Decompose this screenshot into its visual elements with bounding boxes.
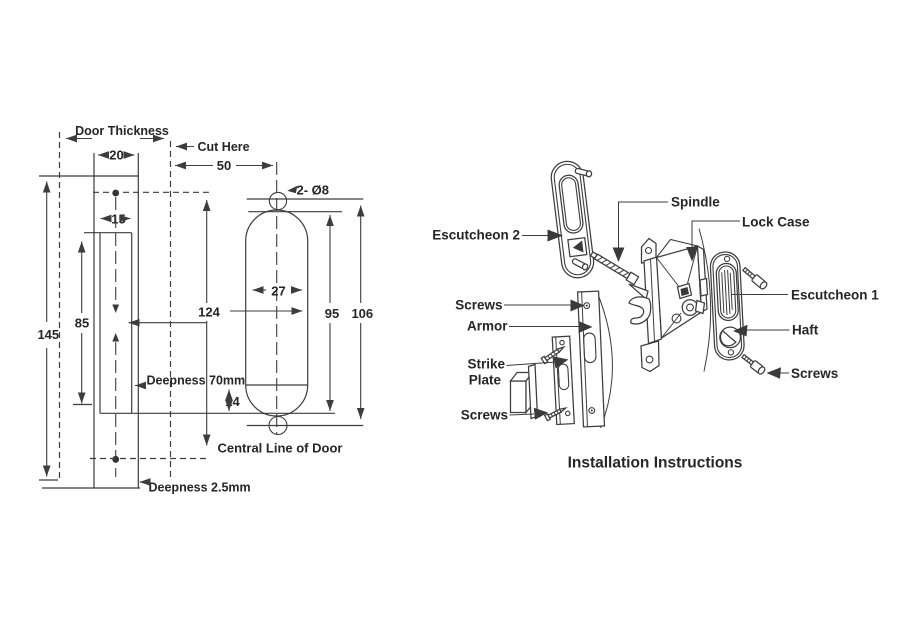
- screws-bottom-left-label: Screws: [461, 408, 508, 423]
- screws-right-label: Screws: [791, 366, 838, 381]
- spindle-part: [589, 251, 640, 286]
- screws-bottom-left-leader-arrow: [533, 407, 548, 420]
- dim-50: 50: [217, 158, 231, 173]
- escutcheon1-screw-hole-top: [723, 255, 731, 263]
- escutcheon2-slot-inner: [561, 177, 581, 232]
- screw-left-top: [540, 345, 566, 365]
- armor-hole-bottom: [588, 407, 596, 414]
- armor-plate: [576, 290, 606, 428]
- armor-part: [576, 290, 606, 428]
- screw-right-bottom: [741, 353, 766, 375]
- deepness-25-label: Deepness 2.5mm: [149, 481, 251, 495]
- escutcheon2-plate-inner: [553, 163, 592, 276]
- center-arrow-down: [112, 304, 120, 313]
- screw-left-bottom: [543, 406, 568, 422]
- lock-case-fold-lines: [656, 245, 698, 339]
- escutcheon1-label: Escutcheon 1: [791, 288, 879, 303]
- cutting-template-drawing: Door Thickness Cut Here 20 50 15: [37, 124, 373, 495]
- exploded-view: Escutcheon 2 Spindle Lock Case Escutcheo…: [432, 160, 879, 472]
- armor-slot: [583, 332, 597, 364]
- escutcheon2-pin-bottom: [571, 258, 589, 271]
- lock-case-spindle-hole: [680, 287, 689, 296]
- dim-85: 85: [75, 316, 89, 331]
- strike-slot: [557, 363, 570, 391]
- strike-plate-label-line2: Plate: [469, 373, 502, 388]
- escutcheon2-slot: [558, 174, 584, 234]
- spindle-leader: [618, 201, 668, 248]
- armor-leader-arrow: [578, 321, 593, 333]
- escutcheon2-label: Escutcheon 2: [432, 228, 520, 243]
- escutcheon1-screw-hole-bottom: [727, 349, 735, 356]
- hole-callout-label: 2- Ø8: [297, 183, 330, 198]
- haft-label: Haft: [792, 323, 819, 338]
- escutcheon2-thumbturn-arrow: [572, 240, 584, 253]
- lock-case-hub-tab: [694, 299, 706, 315]
- armor-label: Armor: [467, 319, 508, 334]
- lock-case-part: [628, 237, 709, 373]
- dim-15: 15: [111, 212, 125, 227]
- lock-case-leader: [691, 220, 740, 248]
- screws-top-left-leader-arrow: [570, 299, 585, 312]
- strike-plate-label-line1: Strike: [467, 357, 505, 372]
- central-line-label: Central Line of Door: [218, 441, 343, 456]
- lock-case-small-hole: [671, 313, 682, 324]
- lock-case-leader-arrow: [686, 247, 698, 262]
- screw-right-top: [741, 266, 768, 290]
- strike-plate-leader: [506, 361, 557, 366]
- dim-20: 20: [109, 148, 123, 163]
- lock-case-bottom-tab-hole: [645, 355, 654, 364]
- dim-27: 27: [271, 284, 285, 299]
- lock-case-top-tab-hole: [644, 246, 653, 255]
- dim-124: 124: [198, 305, 220, 320]
- escutcheon2-pin-top: [574, 167, 593, 178]
- deepness-70-label: Deepness 70mm: [147, 374, 246, 388]
- dim-145: 145: [37, 327, 59, 342]
- center-arrow-up: [112, 333, 120, 342]
- diagram-title: Installation Instructions: [568, 455, 743, 472]
- dim-14: 14: [225, 394, 240, 409]
- bottom-screw-point: [112, 455, 120, 463]
- haft-leader-arrow: [733, 324, 748, 337]
- strike-plate-leader-arrow: [553, 356, 569, 369]
- top-screw-point: [112, 189, 120, 197]
- dim-106: 106: [351, 306, 373, 321]
- dust-box-front: [509, 380, 527, 414]
- dim-95: 95: [325, 306, 339, 321]
- cut-here-label: Cut Here: [198, 140, 250, 154]
- door-thickness-label: Door Thickness: [75, 124, 169, 138]
- armor-hole-bottom-dot: [590, 409, 593, 412]
- escutcheon2-leader-arrow: [547, 229, 563, 242]
- door-arc-right: [698, 228, 712, 372]
- lock-case-top-fold: [656, 238, 698, 258]
- lock-case-round-hub-hole: [686, 303, 694, 312]
- top-hole-circle: [268, 191, 288, 211]
- escutcheon1-slot-hatch: [721, 269, 733, 316]
- lock-case-label: Lock Case: [742, 215, 810, 230]
- escutcheon1-plate-inner: [712, 253, 743, 358]
- screws-top-left-label: Screws: [455, 298, 502, 313]
- strike-hole-top: [559, 339, 565, 346]
- hole-callout-arrow: [287, 185, 298, 194]
- lock-case-bolt-face: [699, 277, 709, 297]
- escutcheon1-slot-inner: [718, 265, 737, 319]
- screws-right-leader-arrow: [766, 367, 781, 379]
- lock-case-latch-wedge: [628, 283, 649, 301]
- armor-hole-top-dot: [585, 304, 588, 307]
- spindle-leader-arrow: [612, 247, 625, 262]
- screws-bottom-left-leader: [509, 413, 535, 416]
- dust-box-part: [509, 363, 539, 420]
- escutcheon2-part: [550, 160, 595, 279]
- door-arc-left: [596, 291, 613, 429]
- haft-flap: [719, 329, 737, 347]
- lock-case-strip-edge: [650, 258, 655, 342]
- escutcheon1-part: [709, 251, 745, 361]
- strike-hole-bottom: [565, 410, 571, 417]
- spindle-label: Spindle: [671, 195, 720, 210]
- lock-case-hook-latch: [628, 296, 652, 325]
